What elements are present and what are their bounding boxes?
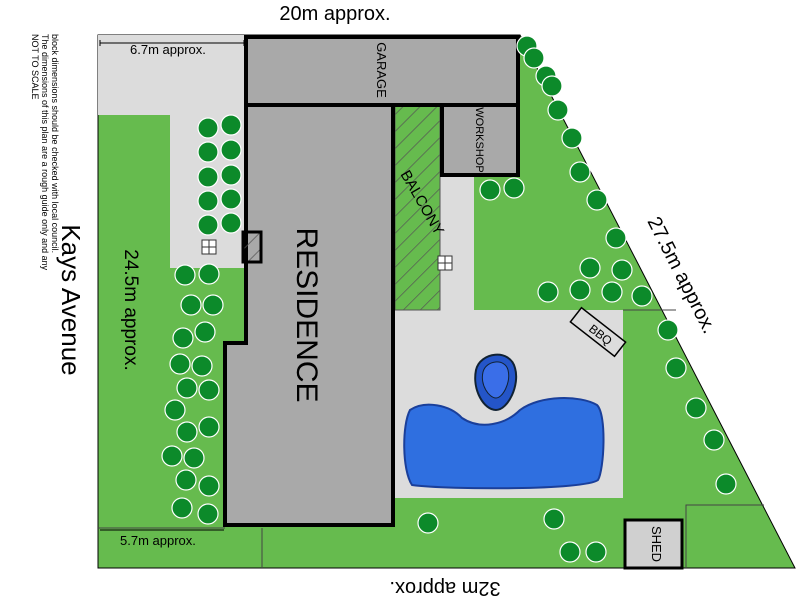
tree-icon <box>541 75 563 97</box>
setback-top: 6.7m approx. <box>130 42 206 57</box>
setback-bottom: 5.7m approx. <box>120 533 196 548</box>
bbq <box>569 306 627 358</box>
tree-icon <box>197 214 219 236</box>
tree-icon <box>220 114 242 136</box>
tree-icon <box>601 281 623 303</box>
tree-icon <box>171 497 193 519</box>
tree-icon <box>665 357 687 379</box>
tree-icon <box>523 47 545 69</box>
garage-label: GARAGE <box>374 42 389 98</box>
residence <box>223 103 395 527</box>
tree-icon <box>537 281 559 303</box>
tree-icon <box>197 503 219 525</box>
tree-icon <box>191 355 213 377</box>
svg-text:NOT TO SCALE: NOT TO SCALE <box>30 34 40 100</box>
tree-icon <box>180 294 202 316</box>
pool <box>403 397 605 490</box>
tree-icon <box>198 263 220 285</box>
tree-icon <box>547 99 569 121</box>
svg-text:The dimensions of this plan ar: The dimensions of this plan are a rough … <box>40 34 50 271</box>
dimension-bottom: 32m approx. <box>389 577 500 599</box>
residence-label: RESIDENCE <box>290 227 323 402</box>
tree-icon <box>220 188 242 210</box>
stair-symbol <box>201 239 453 271</box>
tree-icon <box>479 179 501 201</box>
spa <box>474 353 518 412</box>
tree-icon <box>198 416 220 438</box>
tree-icon <box>202 294 224 316</box>
tree-icon <box>611 259 633 281</box>
workshop <box>440 103 520 177</box>
tree-icon <box>164 399 186 421</box>
tree-icon <box>561 127 583 149</box>
tree-icon <box>197 117 219 139</box>
tree-icon <box>220 212 242 234</box>
residence-steps <box>241 230 263 264</box>
tree-icon <box>586 189 608 211</box>
tree-icon <box>685 397 707 419</box>
tree-icon <box>197 141 219 163</box>
tree-icon <box>605 227 627 249</box>
tree-icon <box>174 264 196 286</box>
dimension-top: 20m approx. <box>279 3 390 25</box>
setback-top-arrow <box>99 40 245 46</box>
tree-icon <box>198 379 220 401</box>
tree-icon <box>172 327 194 349</box>
tree-icon <box>183 447 205 469</box>
tree-icon <box>543 508 565 530</box>
boundary-lines <box>98 309 676 568</box>
tree-icon <box>197 190 219 212</box>
tree-icon <box>579 257 601 279</box>
tree-icon <box>657 319 679 341</box>
tree-icon <box>198 475 220 497</box>
shed <box>623 518 684 570</box>
tree-icon <box>161 445 183 467</box>
shed-label: SHED <box>649 526 664 562</box>
tree-icon <box>175 469 197 491</box>
yard-fence <box>685 504 764 568</box>
tree-icon <box>197 166 219 188</box>
scale-note: NOT TO SCALE The dimensions of this plan… <box>30 34 60 271</box>
dimension-left: 24.5m approx. <box>120 249 141 370</box>
tree-icon <box>176 421 198 443</box>
tree-icon <box>559 541 581 563</box>
tree-icon <box>503 177 525 199</box>
street-name: Kays Avenue <box>56 224 86 375</box>
tree-icon <box>169 353 191 375</box>
tree-icon <box>569 161 591 183</box>
tree-icon <box>715 473 737 495</box>
tree-icon <box>176 377 198 399</box>
tree-icon <box>220 164 242 186</box>
svg-text:block dimensions should be che: block dimensions should be checked with … <box>50 34 60 253</box>
tree-icon <box>194 321 216 343</box>
tree-icon <box>631 285 653 307</box>
tree-icon <box>569 279 591 301</box>
tree-icon <box>585 541 607 563</box>
workshop-label: WORKSHOP <box>473 107 485 172</box>
trees <box>161 35 737 563</box>
tree-icon <box>220 139 242 161</box>
tree-icon <box>417 512 439 534</box>
tree-icon <box>703 429 725 451</box>
